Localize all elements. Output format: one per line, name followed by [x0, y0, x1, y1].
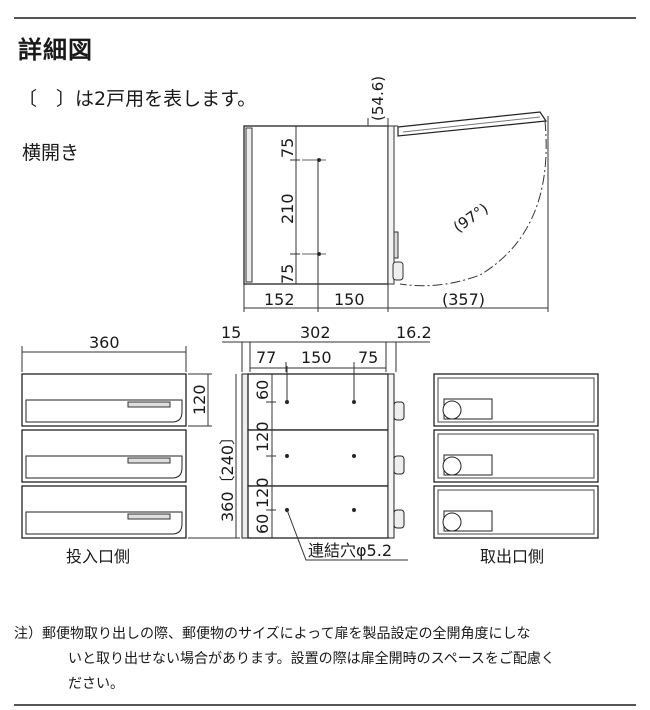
dim-152: 152: [264, 290, 295, 309]
dim-60-top: 60: [253, 380, 272, 400]
dim-height-360: 360〔240〕: [218, 429, 237, 522]
dim-height-120: 120: [190, 384, 209, 415]
dim-120-upper: 120: [253, 421, 272, 452]
front-view-insert: [21, 346, 240, 539]
dim-75-top: 75: [278, 138, 297, 158]
dim-120-lower: 120: [253, 477, 272, 508]
note-paragraph: 注）郵便物取り出しの際、郵便物のサイズによって扉を製品設定の全開角度にしな いと…: [14, 622, 639, 697]
dim-60-bottom: 60: [253, 514, 272, 534]
side-view: [222, 341, 430, 561]
dim-width-360: 360: [89, 333, 120, 352]
dim-357: (357): [442, 290, 485, 309]
dim-210: 210: [278, 193, 297, 224]
dim-angle: (97°): [450, 200, 492, 237]
note-line-3: ださい。: [68, 676, 124, 692]
dim-16-2: 16.2: [396, 323, 432, 342]
dim-75-side: 75: [358, 348, 378, 367]
note-line-2: いと取り出せない場合があります。設置の際は扉全開時のスペースをご配慮く: [68, 651, 555, 667]
dim-15: 15: [221, 323, 241, 342]
page-title: 詳細図: [18, 36, 93, 64]
dim-150-top: 150: [334, 290, 365, 309]
back-view-takeout: [433, 373, 599, 539]
note-line-1: 注）郵便物取り出しの際、郵便物のサイズによって扉を製品設定の全開角度にしな: [14, 626, 531, 642]
connection-hole-label: 連結穴φ5.2: [308, 541, 392, 560]
top-rule: [14, 17, 636, 19]
top-view: [243, 111, 549, 312]
legend-text: 〔 〕は2戸用を表します。: [18, 88, 257, 110]
dim-77: 77: [256, 348, 276, 367]
dim-150-side: 150: [301, 348, 332, 367]
dim-54-6: (54.6): [369, 76, 387, 121]
takeout-side-label: 取出口側: [480, 547, 544, 566]
swing-type-label: 横開き: [22, 142, 80, 164]
dim-75-bottom: 75: [278, 264, 297, 284]
bottom-rule: [14, 704, 636, 706]
insert-side-label: 投入口側: [66, 547, 130, 566]
dim-302: 302: [300, 323, 331, 342]
